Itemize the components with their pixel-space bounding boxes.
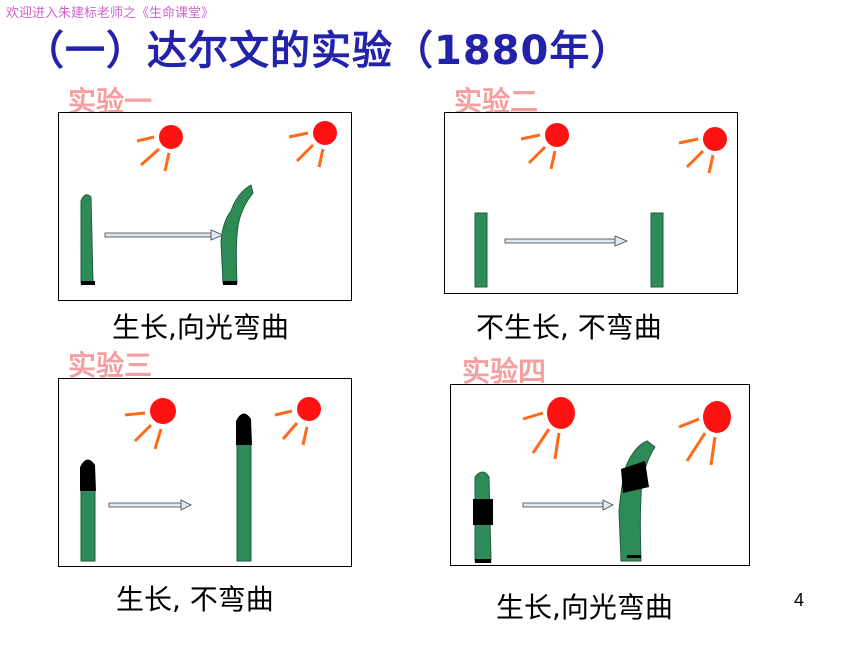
seedling-tall-with-tip [236, 413, 252, 562]
experiment-1-panel [58, 112, 352, 301]
experiment-3-label: 实验三 [68, 349, 153, 382]
sun-icon [678, 401, 731, 466]
sun-icon [520, 123, 569, 170]
page-number: 4 [794, 590, 805, 610]
experiment-1-caption: 生长,向光弯曲 [112, 311, 289, 344]
seedling-with-tip [80, 459, 96, 562]
seedling-bent-covered [618, 440, 656, 562]
experiment-2-caption: 不生长, 不弯曲 [476, 311, 662, 344]
slide-title: （一）达尔文的实验（1880年） [24, 28, 632, 74]
sun-icon [288, 121, 337, 168]
experiment-2-panel [444, 112, 738, 294]
seedling-decapitated [650, 212, 664, 288]
experiment-4-diagram [473, 397, 731, 563]
experiment-3-panel [58, 378, 352, 567]
arrow-icon [108, 499, 192, 511]
sun-icon [678, 127, 727, 174]
sun-icon [522, 397, 575, 460]
arrow-icon [522, 499, 614, 511]
experiment-2-diagram [474, 123, 727, 288]
site-banner: 欢迎进入朱建标老师之《生命课堂》 [6, 6, 215, 21]
experiment-1-diagram [80, 121, 337, 285]
experiment-3-diagram [80, 397, 321, 562]
seedling-with-covered-base [473, 471, 493, 563]
arrow-icon [104, 229, 225, 241]
arrow-icon [504, 235, 629, 247]
experiment-3-caption: 生长, 不弯曲 [116, 583, 274, 616]
seedling-decapitated [474, 212, 488, 288]
sun-icon [274, 397, 321, 446]
sun-icon [124, 398, 176, 450]
seedling-bent [220, 184, 254, 284]
experiment-4-caption: 生长,向光弯曲 [496, 591, 673, 624]
seedling-straight [80, 194, 94, 284]
experiment-4-label: 实验四 [462, 355, 547, 388]
experiment-4-panel [450, 384, 750, 566]
sun-icon [136, 125, 183, 172]
